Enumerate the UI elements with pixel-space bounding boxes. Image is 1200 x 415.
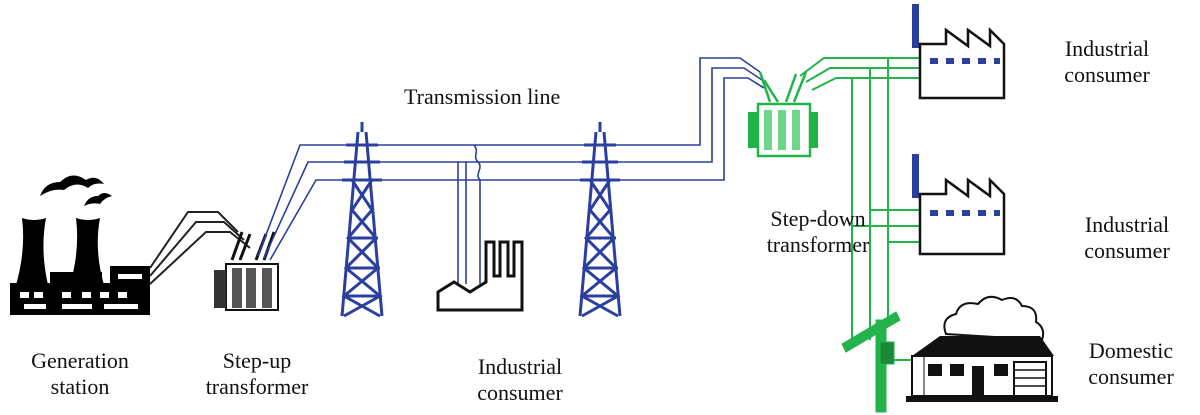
domestic-consumer-label: Domestic consumer <box>1088 338 1174 389</box>
industrial-consumer-middle-label: Industrial consumer <box>477 354 563 405</box>
house-icon <box>906 295 1058 402</box>
utility-pole-icon <box>841 311 901 413</box>
distribution-lines <box>799 57 930 361</box>
industrial-building-icon <box>912 4 1006 100</box>
step-up-transformer-icon <box>214 231 279 311</box>
generation-windows <box>20 274 142 309</box>
industrial-consumer-mid-right-label: Industrial consumer <box>1084 212 1170 263</box>
step-up-transformer-label: Step-up transformer <box>205 348 309 399</box>
step-down-transformer-icon <box>748 71 818 158</box>
generation-station-icon <box>10 175 150 315</box>
transmission-tower-icon <box>340 122 384 318</box>
transmission-line-label: Transmission line <box>404 84 561 109</box>
industrial-factory-icon <box>436 240 524 312</box>
step-down-transformer-label: Step-down transformer <box>766 206 870 257</box>
transmission-tower-icon <box>578 122 622 318</box>
industrial-building-icon <box>912 154 1006 256</box>
industrial-consumer-top-label: Industrial consumer <box>1064 36 1150 87</box>
transmission-lines <box>257 57 765 261</box>
generation-station-label: Generation station <box>31 348 129 399</box>
industrial-feeder-lines <box>457 144 481 284</box>
